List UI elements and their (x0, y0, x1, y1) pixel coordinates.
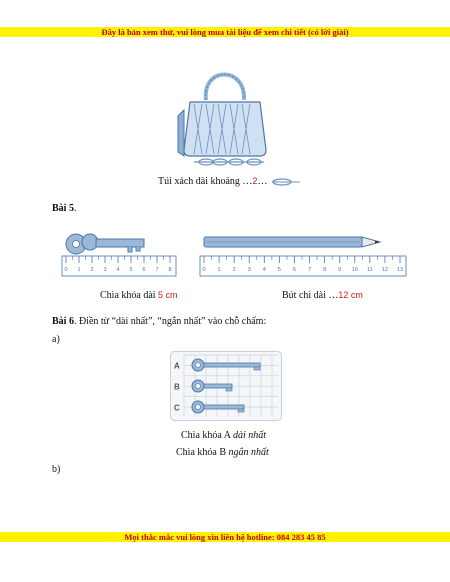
grid-row-label: B (174, 383, 180, 392)
pencil-answer: 12 cm (338, 290, 363, 300)
exercise5-title: Bài 5 (52, 203, 74, 214)
grid-key-bit (253, 366, 261, 371)
paperclip-icon (272, 178, 300, 186)
grid-key-bit (225, 387, 233, 392)
grid-key-shaft (203, 383, 233, 389)
ruler-tick-label: 8 (323, 267, 326, 273)
ruler-tick-label: 0 (202, 267, 205, 273)
ruler-tick-label: 2 (233, 267, 236, 273)
answer-a: dài nhất (232, 430, 267, 441)
key-answer: 5 cm (158, 290, 178, 300)
ruler-tick-label: 0 (64, 267, 67, 273)
key-ruler-figure: 0 1 2 3 4 5 6 7 8 (61, 233, 177, 277)
ruler-tick-label: 1 (218, 267, 221, 273)
part-a-label: a) (52, 334, 60, 345)
ruler-tick-label: 3 (103, 267, 106, 273)
grid-key-shaft (203, 362, 261, 368)
answer-b-prefix: Chìa khóa B (176, 447, 229, 458)
ruler-tick-label: 4 (116, 267, 119, 273)
ruler-tick-label: 6 (293, 267, 296, 273)
keys-grid-figure: A B C (170, 351, 282, 421)
bag-caption-label: Túi xách dài khoảng … (158, 176, 253, 187)
answer-a-line: Chìa khóa A dài nhất (181, 430, 266, 442)
answer-a-prefix: Chìa khóa A (181, 430, 233, 441)
grid-key-hole (195, 362, 201, 368)
answer-b-line: Chìa khóa B ngắn nhất (176, 447, 269, 459)
ruler-tick-label: 2 (90, 267, 93, 273)
bag-answer: 2 (252, 176, 258, 186)
ruler-tick-label: 5 (278, 267, 281, 273)
answer-b: ngắn nhất (228, 447, 269, 458)
part-b-label: b) (52, 464, 61, 475)
ruler-tick-label: 7 (308, 267, 311, 273)
ruler-tick-label: 10 (352, 267, 358, 273)
hotline-notice: Mọi thắc mắc vui lòng xin liên hệ hotlin… (0, 532, 450, 542)
ruler-tick-label: 7 (155, 267, 158, 273)
ruler-tick-label: 11 (367, 267, 373, 273)
key-icon (65, 233, 145, 255)
grid-row-label: A (174, 362, 180, 371)
bag-caption: Túi xách dài khoảng …2… (158, 175, 267, 188)
exercise5-title-dot: . (73, 203, 77, 214)
grid-key-hole (195, 383, 201, 389)
ruler-tick-label: 13 (397, 267, 403, 273)
ruler-tick-label: 6 (142, 267, 145, 273)
exercise5-heading: Bài 5. (52, 203, 76, 215)
ruler-tick-label: 9 (338, 267, 341, 273)
ruler-tick-label: 3 (248, 267, 251, 273)
handbag-illustration (177, 72, 267, 166)
grid-row-label: C (174, 404, 180, 413)
ruler-tick-label: 12 (382, 267, 388, 273)
key-caption: Chìa khóa dài 5 cm (100, 289, 178, 302)
exercise6-heading: Bài 6. Điền từ “dài nhất”, “ngắn nhất” v… (52, 316, 266, 328)
bag-caption-tail: … (257, 176, 268, 187)
key-caption-label: Chìa khóa dài (100, 290, 156, 301)
preview-notice-text: Đây là bản xem thử, vui lòng mua tài liệ… (100, 27, 350, 37)
ruler-tick-label: 5 (129, 267, 132, 273)
hotline-notice-text: Mọi thắc mắc vui lòng xin liên hệ hotlin… (123, 532, 327, 542)
pencil-caption: Bút chì dài …12 cm (282, 289, 363, 302)
exercise6-instruction: . Điền từ “dài nhất”, “ngắn nhất” vào ch… (73, 316, 267, 327)
grid-key-hole (195, 404, 201, 410)
preview-notice: Đây là bản xem thử, vui lòng mua tài liệ… (0, 27, 450, 37)
exercise6-title: Bài 6 (52, 316, 74, 327)
ruler-tick-label: 8 (168, 267, 171, 273)
pencil-icon (203, 236, 382, 248)
ruler-tick-label: 4 (263, 267, 266, 273)
grid-key-shaft (203, 404, 245, 410)
ruler-tick-label: 1 (77, 267, 80, 273)
pencil-caption-label: Bút chì dài … (282, 290, 339, 301)
grid-key-bit (237, 408, 245, 413)
